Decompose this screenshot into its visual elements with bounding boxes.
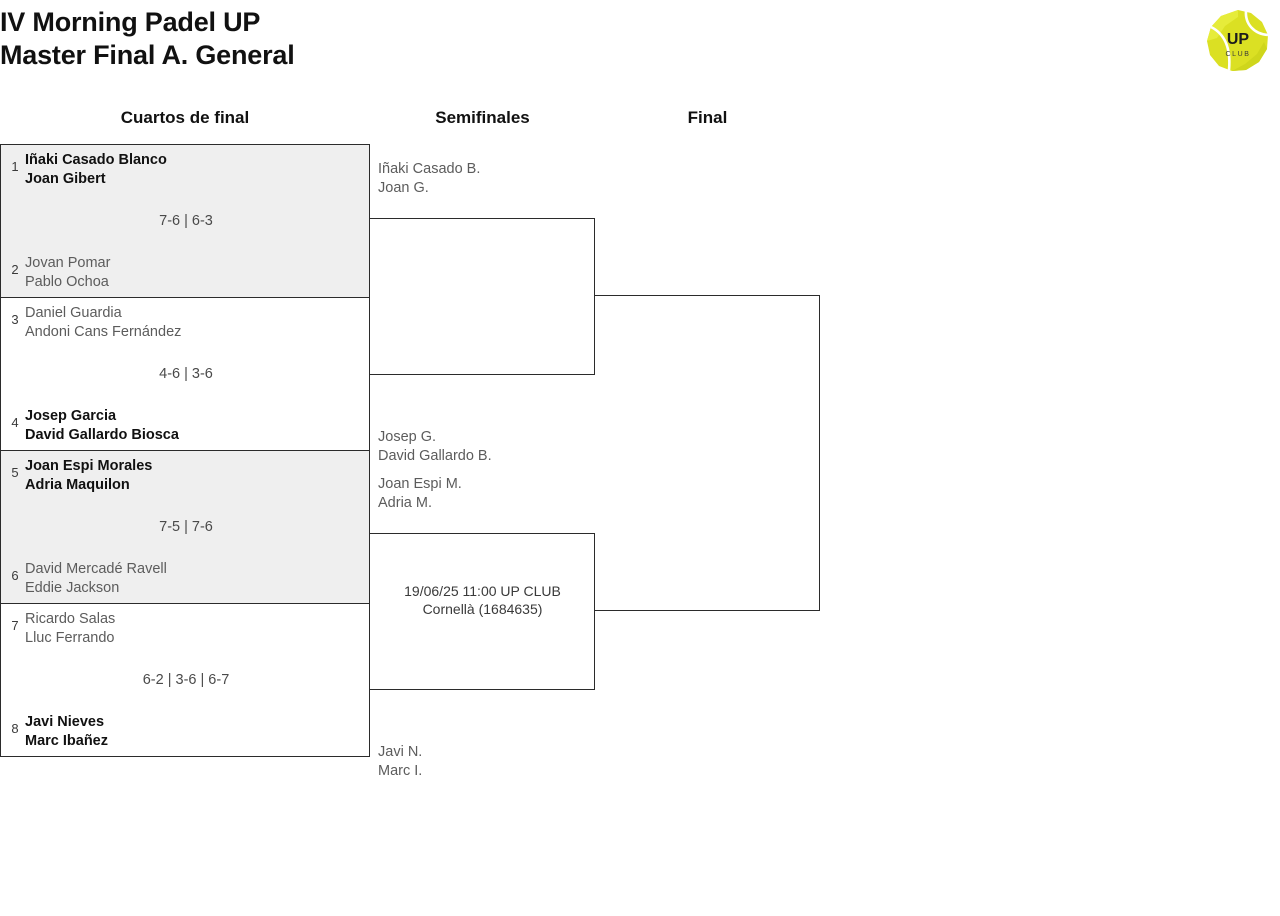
team-top: Joan Espi M. Adria M.	[378, 475, 593, 512]
match-card-sf-2[interactable]: Joan Espi M. Adria M. 19/06/25 11:00 UP …	[369, 459, 595, 779]
semifinals-column: Iñaki Casado B. Joan G. Josep G. David G…	[369, 144, 595, 779]
player-name: Joan Espi Morales	[25, 458, 153, 474]
player-name: Marc I.	[378, 762, 423, 779]
player-name: Pablo Ochoa	[25, 273, 109, 290]
schedule-line-1: 19/06/25 11:00 UP CLUB	[404, 583, 561, 599]
match-schedule: 19/06/25 11:00 UP CLUB Cornellà (1684635…	[370, 582, 595, 618]
player-name: David Gallardo Biosca	[25, 426, 179, 443]
player-name: Marc Ibañez	[25, 732, 108, 749]
match-card-qf-3[interactable]: 5 Joan Espi Morales Adria Maquilon 7-5 |…	[0, 450, 370, 604]
team-top: Joan Espi Morales Adria Maquilon	[25, 457, 365, 494]
seed-number: 3	[11, 312, 19, 327]
player-name: Javi N.	[378, 744, 423, 760]
round-header-final: Final	[687, 108, 728, 127]
tennis-ball-icon	[1207, 10, 1269, 71]
team-bottom: Javi Nieves Marc Ibañez	[25, 713, 365, 750]
bracket-connector-sf-1	[369, 218, 595, 377]
team-bottom: Jovan Pomar Pablo Ochoa	[25, 254, 365, 291]
player-name: Iñaki Casado B.	[378, 161, 481, 177]
player-name: Lluc Ferrando	[25, 629, 115, 646]
seed-number: 7	[11, 618, 19, 633]
round-header-semifinals: Semifinales	[435, 108, 530, 127]
team-top: Daniel Guardia Andoni Cans Fernández	[25, 304, 365, 341]
seed-number: 4	[11, 415, 19, 430]
player-name: Iñaki Casado Blanco	[25, 152, 167, 168]
bracket-left-edge	[369, 533, 370, 692]
seed-number: 6	[11, 568, 19, 583]
logo-secondary-text: CLUB	[1225, 51, 1250, 58]
match-card-qf-1[interactable]: 1 Iñaki Casado Blanco Joan Gibert 7-6 | …	[0, 144, 370, 298]
match-score: 4-6 | 3-6	[159, 366, 213, 382]
player-name: Joan G.	[378, 179, 429, 196]
team-top: Ricardo Salas Lluc Ferrando	[25, 610, 365, 647]
player-name: Eddie Jackson	[25, 579, 120, 596]
schedule-line-2: Cornellà (1684635)	[422, 601, 543, 617]
quarterfinals-column: 1 Iñaki Casado Blanco Joan Gibert 7-6 | …	[0, 144, 370, 757]
logo-primary-text: UP	[1227, 31, 1250, 48]
up-club-logo: UP CLUB	[1205, 8, 1271, 74]
match-score: 7-6 | 6-3	[159, 213, 213, 229]
match-score: 7-5 | 7-6	[159, 519, 213, 535]
player-name: Joan Gibert	[25, 170, 106, 187]
player-name: Adria Maquilon	[25, 476, 130, 493]
player-name: Jovan Pomar	[25, 255, 111, 271]
player-name: David Mercadé Ravell	[25, 561, 167, 577]
team-top: Iñaki Casado B. Joan G.	[378, 160, 593, 197]
player-name: Josep G.	[378, 429, 437, 445]
player-name: Andoni Cans Fernández	[25, 323, 182, 340]
player-name: Javi Nieves	[25, 714, 105, 730]
team-bottom: Javi N. Marc I.	[378, 743, 593, 780]
player-name: Ricardo Salas	[25, 611, 116, 627]
match-card-qf-4[interactable]: 7 Ricardo Salas Lluc Ferrando 6-2 | 3-6 …	[0, 603, 370, 757]
team-bottom: David Mercadé Ravell Eddie Jackson	[25, 560, 365, 597]
bracket-connector-final[interactable]	[595, 295, 820, 611]
page-title: IV Morning Padel UP Master Final A. Gene…	[0, 7, 295, 70]
match-card-qf-2[interactable]: 3 Daniel Guardia Andoni Cans Fernández 4…	[0, 297, 370, 451]
team-bottom: Josep G. David Gallardo B.	[378, 428, 593, 465]
player-name: David Gallardo B.	[378, 447, 492, 464]
player-name: Josep Garcia	[25, 408, 117, 424]
seed-number: 8	[11, 721, 19, 736]
seed-number: 1	[11, 159, 19, 174]
player-name: Daniel Guardia	[25, 305, 122, 321]
round-header-quarterfinals: Cuartos de final	[120, 108, 250, 127]
match-score: 6-2 | 3-6 | 6-7	[142, 672, 230, 688]
seed-number: 2	[11, 262, 19, 277]
team-top: Iñaki Casado Blanco Joan Gibert	[25, 151, 365, 188]
bracket-left-edge	[369, 218, 370, 377]
player-name: Joan Espi M.	[378, 476, 462, 492]
seed-number: 5	[11, 465, 19, 480]
bracket-connector-sf-2: 19/06/25 11:00 UP CLUB Cornellà (1684635…	[369, 533, 595, 692]
team-bottom: Josep Garcia David Gallardo Biosca	[25, 407, 365, 444]
match-card-sf-1[interactable]: Iñaki Casado B. Joan G. Josep G. David G…	[369, 144, 595, 464]
player-name: Adria M.	[378, 494, 432, 511]
